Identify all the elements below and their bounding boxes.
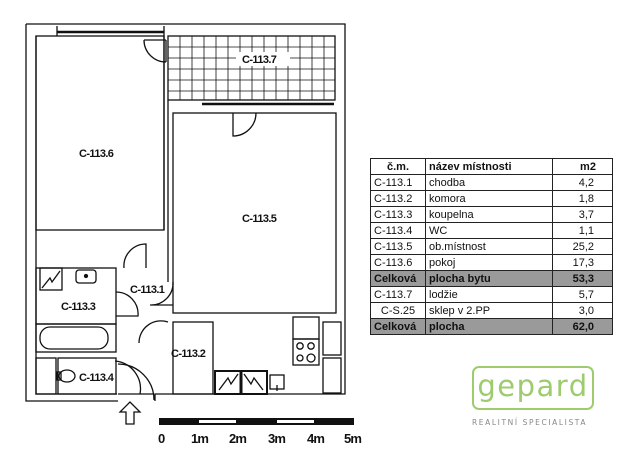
- room-c-113-4: [35, 357, 57, 395]
- table-row: C-113.4 WC 1,1: [370, 222, 613, 239]
- cell-number: C-113.6: [370, 254, 426, 271]
- cell-area: 4,2: [552, 174, 613, 191]
- table-row: C-113.1 chodba 4,2: [370, 174, 613, 191]
- door-swing: [115, 291, 139, 317]
- room-area-table: č.m. název místnosti m2 C-113.1 chodba 4…: [370, 158, 613, 335]
- cell-number: C-113.7: [370, 286, 426, 303]
- cell-number: C-113.3: [370, 206, 426, 223]
- room-label-c-113-6: C-113.6: [79, 148, 114, 160]
- table-row: C-S.25 sklep v 2.PP 3,0: [370, 302, 613, 319]
- sink-icon: [75, 269, 97, 284]
- cell-name: chodba: [425, 174, 553, 191]
- gepard-logo: gepard REALITNÍ SPECIALISTA: [472, 366, 606, 427]
- subtotal-row: Celková plocha bytu 53,3: [370, 270, 613, 287]
- outer-wall: [25, 23, 346, 402]
- room-c-113-6: [35, 35, 165, 231]
- cell-number: C-113.5: [370, 238, 426, 255]
- table-row: C-113.5 ob.místnost 25,2: [370, 238, 613, 255]
- scale-label: 2m: [229, 431, 246, 446]
- cell-number: C-113.1: [370, 174, 426, 191]
- door-swing: [232, 112, 257, 137]
- scale-bar: 0 1m 2m 3m 4m 5m: [158, 418, 362, 446]
- total-label-a: Celková: [370, 318, 426, 335]
- cell-area: 1,8: [552, 190, 613, 207]
- table-header-row: č.m. název místnosti m2: [370, 158, 613, 175]
- cell-name: komora: [425, 190, 553, 207]
- table-row: C-113.3 koupelna 3,7: [370, 206, 613, 223]
- cell-name: koupelna: [425, 206, 553, 223]
- subtotal-label-b: plocha bytu: [425, 270, 553, 287]
- cell-area: 5,7: [552, 286, 613, 303]
- bathtub-icon: [35, 323, 117, 353]
- toilet-icon: [58, 369, 76, 383]
- total-area: 62,0: [552, 318, 613, 335]
- door-swing: [143, 39, 167, 63]
- cell-name: WC: [425, 222, 553, 239]
- room-label-c-113-3: C-113.3: [61, 301, 96, 313]
- table-row: C-113.2 komora 1,8: [370, 190, 613, 207]
- door-swing: [114, 360, 142, 395]
- room-c-113-5: [172, 112, 337, 314]
- table-row: C-113.6 pokoj 17,3: [370, 254, 613, 271]
- logo-wordmark: gepard: [472, 366, 594, 410]
- room-label-c-113-1: C-113.1: [130, 284, 165, 296]
- room-c-113-2: [172, 321, 214, 395]
- header-area: m2: [552, 158, 613, 175]
- scale-label: 5m: [344, 431, 361, 446]
- balcony-tiles: [168, 36, 335, 100]
- subtotal-label-a: Celková: [370, 270, 426, 287]
- subtotal-area: 53,3: [552, 270, 613, 287]
- stove-icon: [292, 338, 320, 366]
- scale-label: 1m: [191, 431, 208, 446]
- inner-wall: [35, 36, 117, 395]
- table-row: C-113.7 lodžie 5,7: [370, 286, 613, 303]
- header-number: č.m.: [370, 158, 426, 175]
- cell-area: 25,2: [552, 238, 613, 255]
- cell-number: C-113.4: [370, 222, 426, 239]
- entrance-arrow-icon: [118, 401, 142, 425]
- header-name: název místnosti: [425, 158, 553, 175]
- scale-label: 0: [158, 431, 165, 446]
- cell-area: 17,3: [552, 254, 613, 271]
- cell-area: 3,7: [552, 206, 613, 223]
- room-label-c-113-2: C-113.2: [171, 348, 206, 360]
- cell-area: 3,0: [552, 302, 613, 319]
- scale-label: 3m: [268, 431, 285, 446]
- room-label-c-113-5: C-113.5: [242, 213, 277, 225]
- shower-icon: [39, 267, 63, 291]
- kitchen-counter: [292, 316, 320, 340]
- scale-label: 4m: [307, 431, 324, 446]
- logo-tagline: REALITNÍ SPECIALISTA: [472, 418, 588, 427]
- door-swing: [149, 281, 174, 306]
- cell-name: ob.místnost: [425, 238, 553, 255]
- door-swing: [123, 243, 147, 269]
- cell-name: lodžie: [425, 286, 553, 303]
- room-label-c-113-4: C-113.4: [79, 372, 115, 384]
- room-label-c-113-7: C-113.7: [242, 54, 277, 66]
- cell-area: 1,1: [552, 222, 613, 239]
- total-row: Celková plocha 62,0: [370, 318, 613, 335]
- cell-name: sklep v 2.PP: [425, 302, 553, 319]
- cell-number: C-113.2: [370, 190, 426, 207]
- cell-number: C-S.25: [370, 302, 426, 319]
- door-swing: [138, 320, 169, 344]
- cell-name: pokoj: [425, 254, 553, 271]
- room-c-113-7: [167, 35, 336, 101]
- total-label-b: plocha: [425, 318, 553, 335]
